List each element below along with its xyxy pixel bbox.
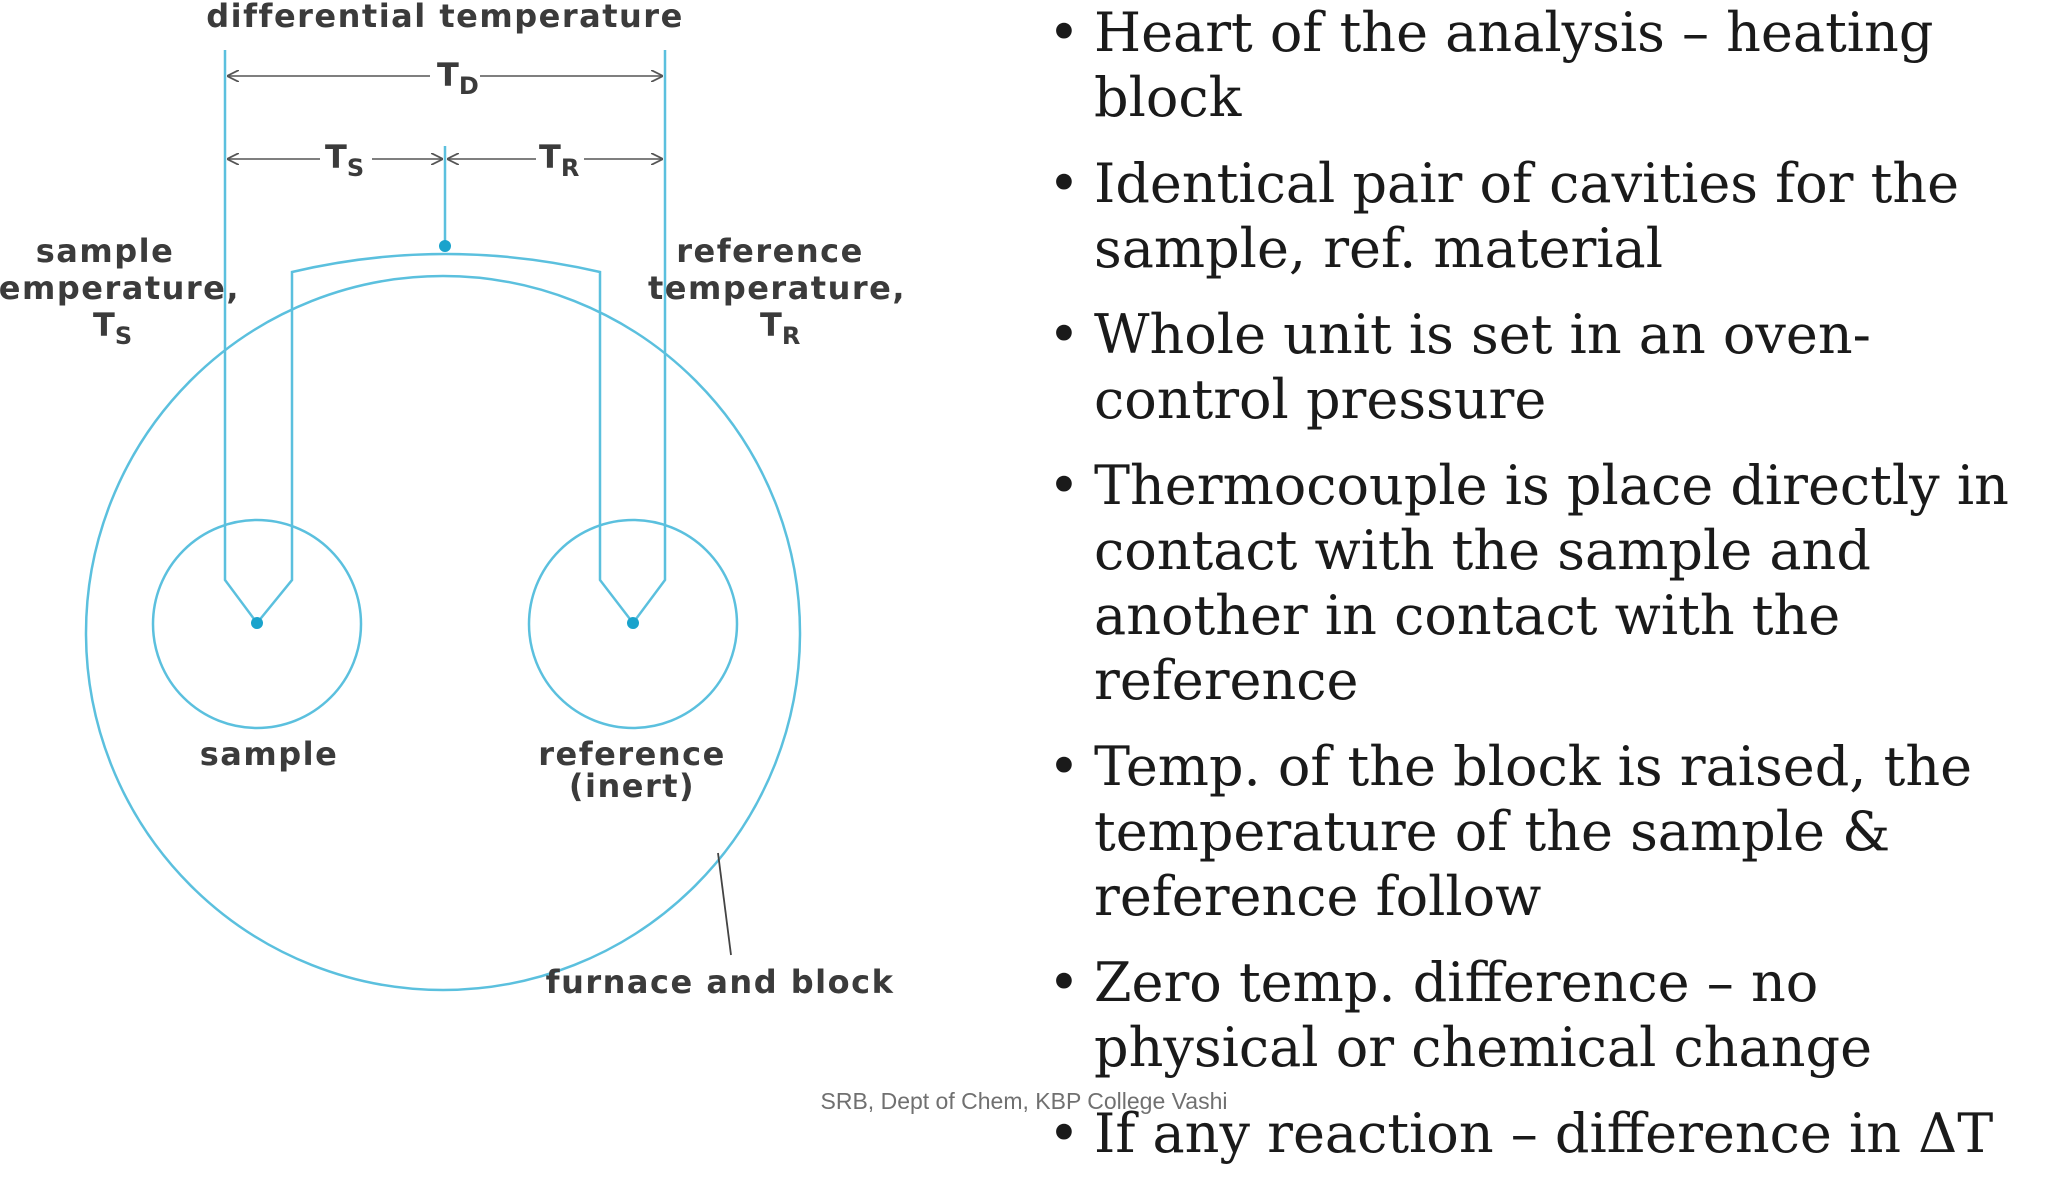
sample-thermocouple-inner-wire: [256, 252, 634, 624]
bullet-item: •Temp. of the block is raised, the tempe…: [1048, 734, 2028, 929]
sample-cavity-circle: [151, 518, 363, 730]
sample-junction-dot: [251, 617, 263, 629]
bullet-dot: •: [1048, 454, 1080, 517]
bullet-text: Thermocouple is place directly in contac…: [1094, 454, 2009, 712]
sample-temperature-symbol-main: T: [93, 306, 115, 344]
bullet-list: •Heart of the analysis – heating block •…: [1048, 0, 2028, 1187]
bullet-text: Identical pair of cavities for the sampl…: [1094, 152, 1960, 280]
sample-temperature-symbol-sub: S: [115, 322, 132, 350]
reference-temperature-symbol: TR: [760, 306, 800, 350]
reference-cavity-circle: [527, 518, 739, 730]
td-symbol-main: T: [437, 56, 459, 94]
differential-temperature-label: differential temperature: [206, 0, 684, 35]
reference-label-line2: (inert): [569, 767, 695, 805]
sample-thermocouple-outer-wire: [223, 50, 259, 624]
bullet-text: Zero temp. difference – no physical or c…: [1094, 951, 1873, 1079]
bullet-dot: •: [1048, 951, 1080, 1014]
bullet-text: Whole unit is set in an oven- control pr…: [1094, 303, 1871, 431]
ts-symbol-main: T: [325, 138, 347, 176]
tr-symbol-sub: R: [561, 154, 579, 182]
reference-temperature-symbol-main: T: [760, 306, 782, 344]
slide-footer: SRB, Dept of Chem, KBP College Vashi: [820, 1088, 1228, 1114]
reference-label-line1: reference: [538, 735, 726, 773]
furnace-leader-line: [717, 852, 732, 956]
furnace-block-circle: [84, 274, 802, 992]
bullet-item: •Zero temp. difference – no physical or …: [1048, 950, 2028, 1080]
differential-junction-dot: [439, 240, 451, 252]
tr-symbol-main: T: [539, 138, 561, 176]
bullet-dot: •: [1048, 152, 1080, 215]
dta-apparatus-diagram: differential temperature TD TS TR sample…: [0, 0, 906, 1001]
bullet-item: •Identical pair of cavities for the samp…: [1048, 151, 2028, 281]
sample-temperature-label-line1: sample: [36, 232, 175, 270]
ts-symbol: TS: [325, 138, 364, 182]
bullet-dot: •: [1048, 1, 1080, 64]
reference-thermocouple-outer-wire: [631, 50, 667, 624]
reference-temperature-symbol-sub: R: [782, 322, 800, 350]
bullet-item: •Heart of the analysis – heating block: [1048, 0, 2028, 130]
reference-temperature-label-line2: temperature,: [648, 269, 906, 307]
sample-label: sample: [200, 735, 339, 773]
reference-junction-dot: [627, 617, 639, 629]
sample-temperature-symbol: TS: [93, 306, 132, 350]
bullet-item: •Thermocouple is place directly in conta…: [1048, 453, 2028, 713]
bullet-text: Heart of the analysis – heating block: [1094, 1, 1934, 129]
tr-symbol: TR: [539, 138, 579, 182]
reference-temperature-label-line1: reference: [676, 232, 864, 270]
bullet-dot: •: [1048, 303, 1080, 366]
bullet-text: Temp. of the block is raised, the temper…: [1094, 735, 1973, 928]
bullet-item: •Whole unit is set in an oven- control p…: [1048, 302, 2028, 432]
td-symbol-sub: D: [459, 72, 479, 100]
furnace-and-block-label: furnace and block: [546, 963, 895, 1001]
sample-temperature-label-line2: temperature,: [0, 269, 240, 307]
ts-symbol-sub: S: [347, 154, 364, 182]
td-symbol: TD: [437, 56, 479, 100]
bullet-dot: •: [1048, 735, 1080, 798]
